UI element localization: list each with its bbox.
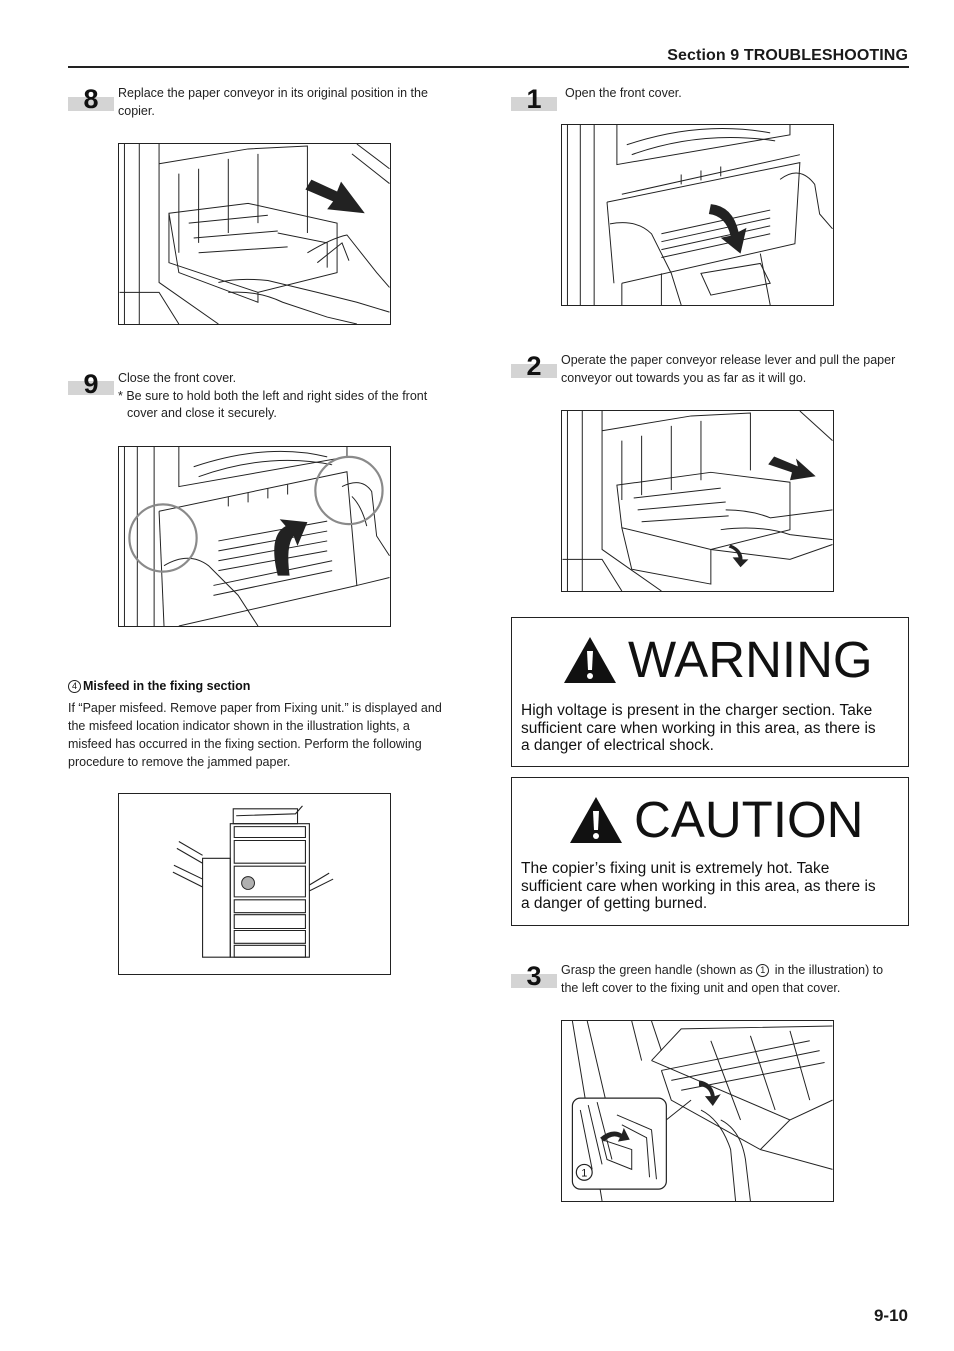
- step-8-line-1: Replace the paper conveyor in its origin…: [118, 86, 428, 100]
- step-badge-2: [511, 364, 557, 378]
- step-8-line-2: copier.: [118, 103, 155, 118]
- illustration-replace-conveyor: [119, 144, 390, 324]
- figure-open-fixing-cover: 1: [561, 1020, 834, 1202]
- step-9-text: Close the front cover. * Be sure to hold…: [118, 370, 458, 423]
- step-1-line-1: Open the front cover.: [565, 86, 682, 100]
- step-3-line-1-end: in the illustration) to: [771, 963, 884, 977]
- caution-box: CAUTION The copier’s fixing unit is extr…: [511, 777, 909, 926]
- caution-triangle-icon: [568, 795, 624, 850]
- misfeed-index: 4: [68, 680, 81, 693]
- warning-triangle-icon: [562, 635, 618, 690]
- illustration-copier-indicator: [172, 805, 334, 958]
- warning-line-2: sufficient care when working in this are…: [521, 719, 876, 737]
- step-number-9: 9: [83, 369, 99, 399]
- step-number-1: 1: [526, 84, 542, 114]
- figure-close-cover: [118, 446, 391, 627]
- warning-line-1: High voltage is present in the charger s…: [521, 702, 873, 719]
- illustration-open-cover: [566, 125, 833, 305]
- step-2-line-2: conveyor out towards you as far as it wi…: [561, 370, 807, 385]
- step-8-text: Replace the paper conveyor in its origin…: [118, 85, 458, 120]
- misfeed-title: Misfeed in the fixing section: [83, 679, 251, 693]
- misfeed-indicator-lamp: [241, 876, 255, 890]
- section-title: Section 9 TROUBLESHOOTING: [667, 47, 908, 64]
- callout-label: 1: [581, 1167, 587, 1179]
- caution-title: CAUTION: [634, 791, 864, 848]
- step-1-text: Open the front cover.: [565, 85, 905, 103]
- step-9-line-3: cover and close it securely.: [127, 406, 277, 420]
- caution-line-1: The copier’s fixing unit is extremely ho…: [521, 860, 830, 877]
- step-3-line-1-start: Grasp the green handle (shown as: [561, 963, 757, 977]
- highlight-circle-right: [314, 455, 384, 526]
- figure-replace-conveyor: [118, 143, 391, 325]
- step-2-text: Operate the paper conveyor release lever…: [561, 352, 911, 387]
- misfeed-line-3: misfeed has occurred in the fixing secti…: [68, 737, 422, 751]
- highlight-circle-left: [128, 503, 198, 573]
- step-number-8: 8: [83, 84, 99, 114]
- figure-open-cover: [561, 124, 834, 306]
- step-3-line-1: Grasp the green handle (shown as 1 in th…: [561, 962, 911, 980]
- step-9-line-1: Close the front cover.: [118, 371, 237, 385]
- step-badge-9: [68, 381, 114, 395]
- step-2-line-1: Operate the paper conveyor release lever…: [561, 353, 896, 367]
- figure-pull-conveyor: [561, 410, 834, 592]
- step-number-3: 3: [526, 961, 542, 991]
- misfeed-line-4: procedure to remove the jammed paper.: [68, 755, 291, 769]
- step-badge-8: [68, 97, 114, 111]
- detail-inset: [571, 1097, 667, 1190]
- warning-title: WARNING: [628, 631, 873, 688]
- caution-line-3: a danger of getting burned.: [521, 895, 708, 912]
- step-badge-3: [511, 974, 557, 988]
- step-number-2: 2: [526, 351, 542, 381]
- caution-text: The copier’s fixing unit is extremely ho…: [521, 860, 906, 913]
- figure-copier-indicator: [118, 793, 391, 975]
- misfeed-line-2: the misfeed location indicator shown in …: [68, 719, 410, 733]
- warning-box: WARNING High voltage is present in the c…: [511, 617, 909, 767]
- step-3-marker: 1: [756, 964, 770, 977]
- illustration-close-cover: [123, 447, 390, 626]
- step-3-text: Grasp the green handle (shown as 1 in th…: [561, 962, 911, 997]
- misfeed-line-1: If “Paper misfeed. Remove paper from Fix…: [68, 701, 442, 715]
- caution-line-2: sufficient care when working in this are…: [521, 877, 876, 895]
- misfeed-description: If “Paper misfeed. Remove paper from Fix…: [68, 699, 468, 771]
- step-badge-1: [511, 97, 557, 111]
- header-rule: [68, 66, 909, 68]
- page-number: 9-10: [873, 1306, 908, 1325]
- callout-marker: [575, 1163, 593, 1181]
- illustration-open-fixing-cover: 1: [571, 1021, 833, 1201]
- warning-text: High voltage is present in the charger s…: [521, 702, 906, 755]
- step-3-line-2: the left cover to the fixing unit and op…: [561, 980, 841, 995]
- illustration-pull-conveyor: [562, 411, 833, 591]
- step-9-line-2: * Be sure to hold both the left and righ…: [118, 388, 428, 403]
- warning-line-3: a danger of electrical shock.: [521, 737, 714, 754]
